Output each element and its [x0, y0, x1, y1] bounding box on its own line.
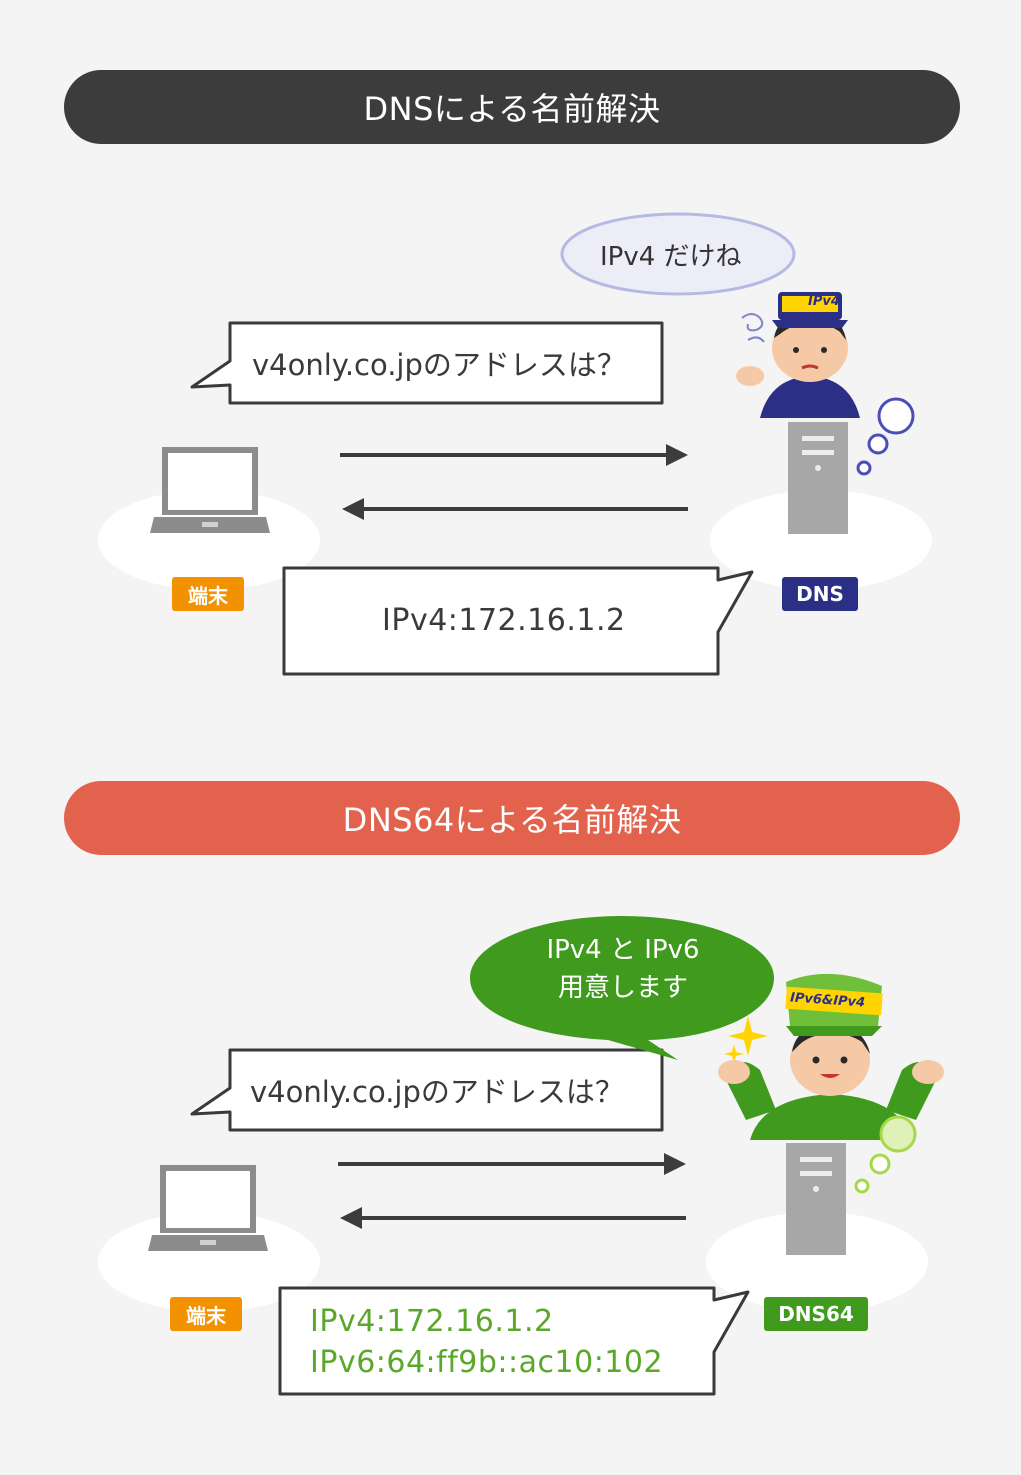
sparkle-icon	[724, 1016, 768, 1062]
thought-text-line1: IPv4 と IPv6	[546, 935, 700, 965]
server-icon	[786, 1143, 846, 1255]
question-text: v4only.co.jpのアドレスは？	[250, 1075, 624, 1109]
laptop-icon	[148, 1165, 268, 1251]
answer-text-ipv6: IPv6:64:ff9b::ac10:102	[310, 1345, 664, 1380]
question-text: v4only.co.jpのアドレスは？	[252, 348, 626, 382]
section2-title: DNS64による名前解決	[64, 781, 960, 855]
arrow-right-icon	[338, 1153, 686, 1175]
question-bubble	[190, 1048, 664, 1132]
client-platform	[98, 490, 320, 590]
server-label: DNS	[782, 577, 858, 611]
client-label: 端末	[172, 577, 244, 611]
laptop-icon	[150, 447, 270, 533]
server-platform	[706, 1212, 928, 1312]
question-bubble	[190, 321, 664, 405]
hat-label: IPv4	[808, 294, 840, 309]
server-icon	[788, 422, 848, 534]
arrow-left-icon	[340, 1207, 686, 1229]
thought-bubble	[470, 916, 774, 1060]
section1-title: DNSによる名前解決	[64, 70, 960, 144]
answer-bubble	[282, 566, 754, 676]
thought-text-line2: 用意します	[557, 973, 688, 1003]
person-icon	[718, 973, 944, 1140]
thought-text: IPv4 だけね	[600, 242, 742, 272]
person-icon	[736, 292, 860, 418]
thought-dots	[854, 1115, 917, 1194]
answer-bubble	[278, 1286, 750, 1396]
arrow-left-icon	[342, 498, 688, 520]
answer-text: IPv4:172.16.1.2	[382, 603, 626, 638]
thought-dots	[856, 397, 915, 476]
server-platform	[710, 490, 932, 590]
client-label: 端末	[170, 1297, 242, 1331]
server-label: DNS64	[764, 1297, 868, 1331]
answer-text-ipv4: IPv4:172.16.1.2	[310, 1304, 554, 1339]
arrow-right-icon	[340, 444, 688, 466]
thought-bubble	[560, 212, 796, 296]
